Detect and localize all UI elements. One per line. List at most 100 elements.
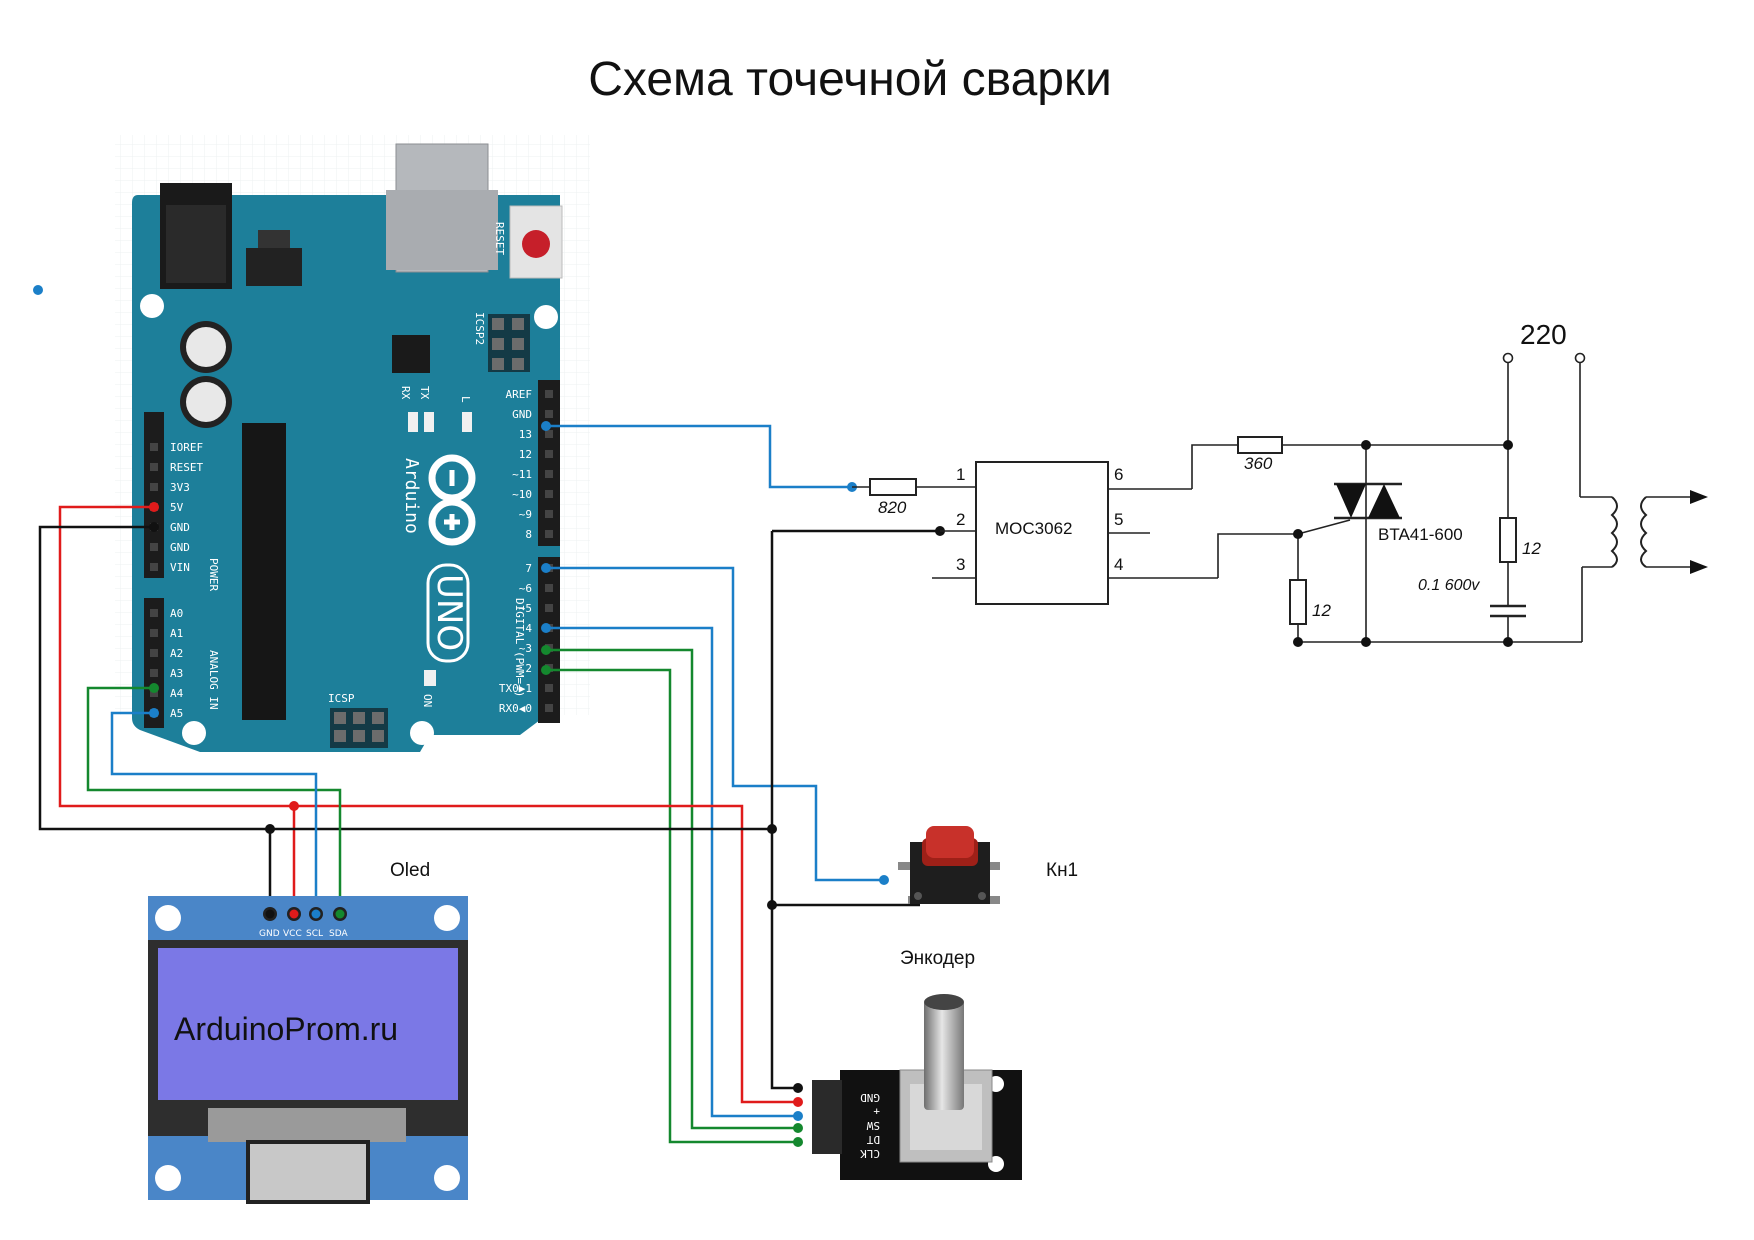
button-cap[interactable] — [926, 826, 974, 858]
rotary-encoder[interactable]: GND + SW DT CLK — [812, 994, 1022, 1180]
power-pin-pad — [150, 443, 158, 451]
encoder-knob-icon[interactable] — [924, 1000, 964, 1110]
transformer-primary — [1610, 496, 1618, 568]
button-corner — [978, 892, 986, 900]
opto-pin-2: 2 — [956, 510, 965, 529]
opto-pin-6: 6 — [1114, 465, 1123, 484]
icsp-header — [330, 708, 388, 748]
icsp2-label: ICSP2 — [473, 312, 486, 345]
digital-pin-pad — [545, 390, 553, 398]
mains-terminal — [1574, 352, 1586, 364]
analog-pin-pad — [150, 669, 158, 677]
analog-pin-label: A2 — [170, 647, 183, 660]
triac-icon-reverse — [1368, 484, 1400, 518]
schematic-junctions — [1293, 440, 1513, 647]
oled-label: Oled — [390, 860, 430, 881]
digital-pin-label: ~9 — [519, 508, 532, 521]
oled-pin-vcc: VCC — [283, 929, 302, 939]
mounting-hole — [155, 905, 181, 931]
oled-pin-dots — [263, 907, 347, 921]
digital-pin-label: 13 — [519, 428, 532, 441]
transformer-secondary — [1640, 496, 1648, 568]
wire-d4-blue — [546, 626, 798, 1118]
mounting-hole — [140, 294, 164, 318]
analog-pin-label: A4 — [170, 687, 184, 700]
oled-pin-scl: SCL — [306, 929, 323, 939]
wire-5v-red — [58, 505, 798, 1104]
resistor-820 — [869, 478, 917, 496]
power-schematic — [852, 352, 1708, 643]
r-input-label: 820 — [878, 498, 907, 517]
wires — [38, 424, 940, 1144]
mounting-hole — [534, 305, 558, 329]
analog-pin-pad — [150, 649, 158, 657]
opto-pin-4: 4 — [1114, 555, 1123, 574]
analog-pin-label: A3 — [170, 667, 183, 680]
digital-pin-label: RX0◀0 — [499, 702, 532, 715]
mains-label: 220 — [1520, 319, 1567, 350]
encoder-pin-plus: + — [873, 1105, 880, 1118]
digital-header-top — [538, 380, 560, 546]
analog-pin-pad — [150, 629, 158, 637]
digital-pin-label: ~10 — [512, 488, 532, 501]
power-pin-pad — [150, 463, 158, 471]
power-pin-label: RESET — [170, 461, 203, 474]
analog-pin-label: A5 — [170, 707, 183, 720]
push-button[interactable] — [898, 826, 1000, 904]
digital-pin-pad — [545, 684, 553, 692]
digital-pin-pad — [545, 704, 553, 712]
oled-pin-gnd: GND — [259, 929, 280, 939]
wire-d7-blue — [546, 566, 884, 882]
r-snubber-label: 12 — [1522, 539, 1541, 558]
usb-chip — [392, 335, 430, 373]
digital-pin-pad — [545, 410, 553, 418]
l-led — [462, 412, 472, 432]
mounting-hole — [434, 905, 460, 931]
digital-pin-label: 12 — [519, 448, 532, 461]
wire-junctions — [149, 421, 945, 1147]
wire-d13-blue — [546, 424, 852, 489]
digital-group-label: DIGITAL (PWM=~) — [513, 598, 526, 697]
power-pin-label: VIN — [170, 561, 190, 574]
digital-pin-pad — [545, 584, 553, 592]
encoder-pin-gnd: GND — [860, 1091, 880, 1104]
resistor-360 — [1237, 436, 1283, 454]
icsp2-header — [488, 314, 530, 372]
analog-header — [144, 598, 164, 728]
digital-pin-label: ~5 — [519, 602, 532, 615]
on-led — [424, 670, 436, 686]
voltage-regulator — [258, 230, 290, 248]
analog-pin-label: A1 — [170, 627, 183, 640]
icsp-label: ICSP — [328, 692, 355, 705]
digital-pin-label: TX0▶1 — [499, 682, 532, 695]
opto-pin-5: 5 — [1114, 510, 1123, 529]
reset-button-cap[interactable] — [522, 230, 550, 258]
resistor-shunt-12 — [1289, 579, 1307, 625]
oled-pin-labels: GND VCC SCL SDA — [259, 929, 348, 939]
encoder-label: Энкодер — [900, 948, 975, 969]
output-arrow-icon — [1690, 490, 1708, 504]
power-pin-label: GND — [170, 541, 190, 554]
wire-a4-green — [86, 686, 342, 912]
power-jack-inner — [166, 205, 226, 283]
encoder-pin-dt: DT — [866, 1133, 880, 1146]
encoder-pin-sw: SW — [866, 1119, 880, 1132]
pin-labels: IOREFRESET3V35VGNDGNDVINA0A1A2A3A4A5AREF… — [150, 388, 553, 720]
encoder-pin-labels: GND + SW DT CLK — [860, 1091, 880, 1160]
r-shunt-label: 12 — [1312, 601, 1331, 620]
oled-ribbon — [246, 1140, 370, 1204]
capacitor-top — [186, 382, 226, 422]
digital-pin-label: 8 — [525, 528, 532, 541]
digital-pin-pad — [545, 510, 553, 518]
arduino-uno-board: RESET ICSP2 RX TX L Arduino UNO — [132, 143, 563, 752]
button-lead — [986, 896, 1000, 904]
digital-pin-label: 7 — [525, 562, 532, 575]
digital-pin-label: GND — [512, 408, 532, 421]
wire-d2-green — [546, 668, 798, 1144]
resistor-snubber-12 — [1499, 517, 1517, 563]
power-pin-pad — [150, 483, 158, 491]
rx-label: RX — [399, 386, 412, 400]
tx-label: TX — [418, 386, 431, 400]
digital-pin-pad — [545, 430, 553, 438]
